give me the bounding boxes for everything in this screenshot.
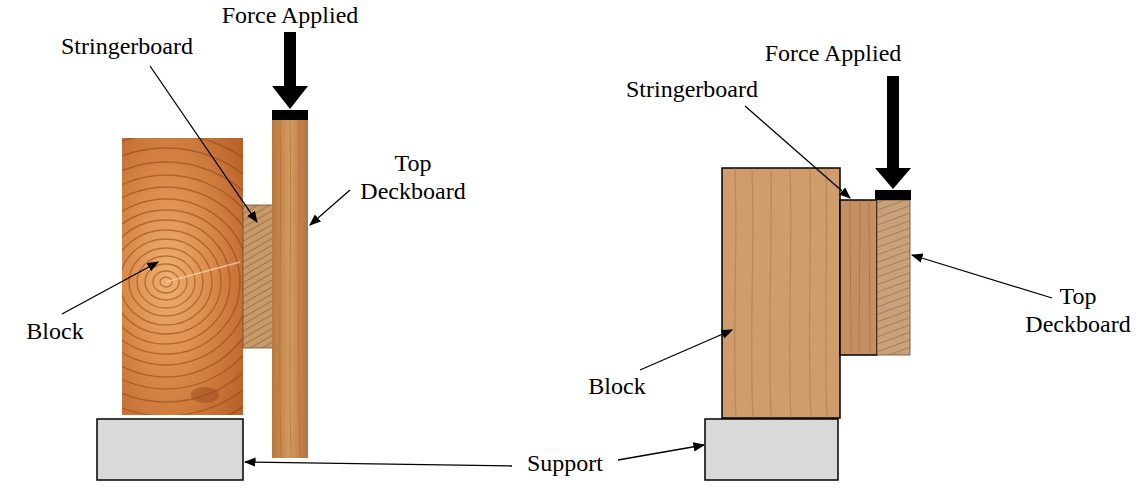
part-label: Support	[527, 450, 603, 478]
leader-line	[245, 462, 512, 466]
leader-line	[912, 255, 1052, 298]
left-top-deckboard	[272, 120, 308, 458]
part-label: Top Deckboard	[1021, 283, 1136, 338]
left-block	[23, 134, 309, 430]
part-label: Top Deckboard	[356, 150, 471, 205]
right-top-deckboard	[877, 200, 910, 355]
leader-line	[618, 445, 704, 460]
right-stringerboard	[840, 200, 877, 355]
leader-line	[745, 106, 850, 198]
leader-line	[640, 330, 732, 370]
left-stringerboard	[243, 205, 273, 348]
right-block	[722, 168, 840, 418]
force-label: Force Applied	[222, 2, 359, 30]
leader-line	[62, 262, 158, 314]
left-support	[97, 419, 243, 480]
right-force-arrow	[875, 76, 911, 200]
leader-line	[310, 190, 350, 225]
right-support	[705, 419, 838, 480]
part-label: Stringerboard	[61, 33, 193, 61]
leader-line	[150, 66, 257, 222]
part-label: Block	[26, 318, 83, 346]
left-force-arrow	[272, 32, 308, 120]
force-label: Force Applied	[765, 40, 902, 68]
growth-rings	[122, 138, 243, 415]
leader-lines	[62, 66, 1052, 466]
part-label: Stringerboard	[626, 76, 758, 104]
part-label: Block	[588, 373, 645, 401]
